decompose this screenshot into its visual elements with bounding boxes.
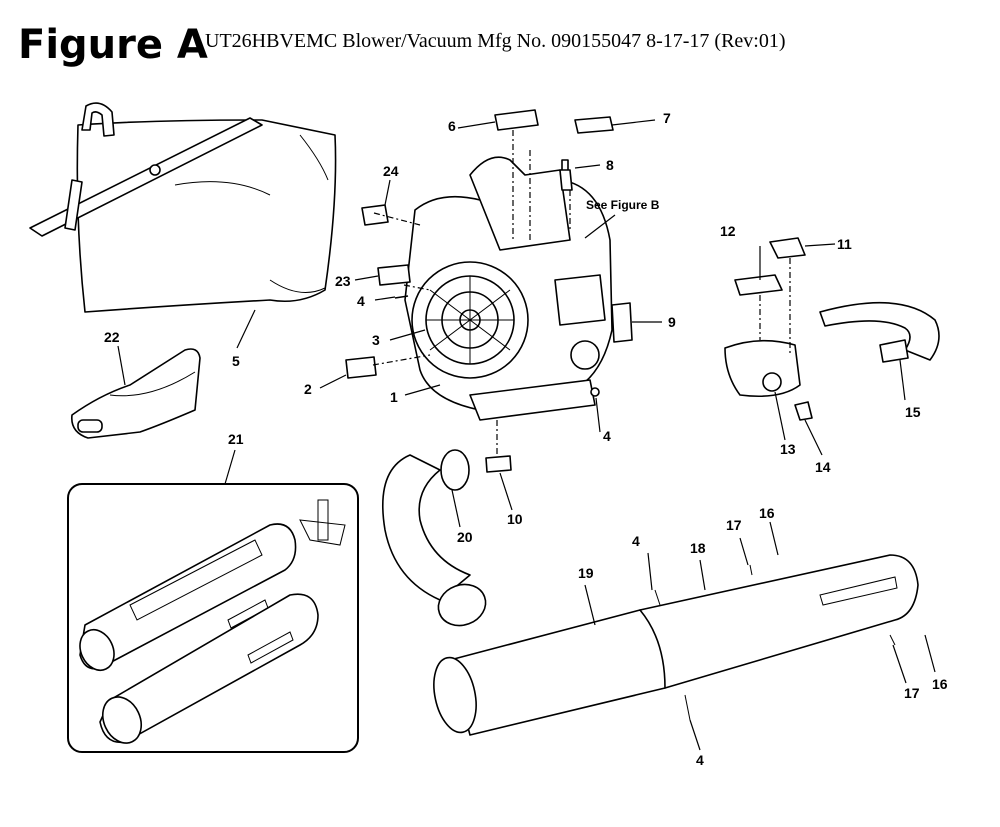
part-23-label: [377, 264, 411, 286]
callout-labels: 6 7 8 See Figure B 24 23 4 3 2 1 9 4 10 …: [104, 110, 948, 768]
callout-23: 23: [335, 273, 351, 289]
callout-5: 5: [232, 353, 240, 369]
callout-2: 2: [304, 381, 312, 397]
callout-9: 9: [668, 314, 676, 330]
callout-11: 11: [837, 236, 852, 252]
see-figure-b-note: See Figure B: [586, 198, 660, 212]
figure-title: Figure A: [18, 22, 208, 68]
callout-4-a: 4: [357, 293, 365, 309]
callout-12: 12: [720, 223, 736, 239]
callout-16-b: 16: [932, 676, 948, 692]
part-2-label: [345, 356, 377, 379]
callout-19: 19: [578, 565, 594, 581]
small-parts: [345, 109, 633, 473]
part-24-label: [361, 204, 389, 226]
shoulder-strap: [819, 301, 940, 363]
collection-bag: [29, 102, 337, 313]
part-9-filter: [611, 302, 633, 343]
callout-13: 13: [780, 441, 796, 457]
leader-lines: [117, 119, 936, 751]
part-6-decal: [494, 109, 539, 131]
vacuum-hose: [382, 449, 487, 627]
callout-15: 15: [905, 404, 921, 420]
part-4-screw: [394, 295, 409, 299]
part-4-screw-b: [590, 387, 600, 397]
callout-4-c: 4: [632, 533, 640, 549]
callout-21: 21: [228, 431, 244, 447]
callout-4-d: 4: [696, 752, 704, 768]
callout-16-a: 16: [759, 505, 775, 521]
air-filter-cover: [724, 237, 813, 421]
blower-tubes: [433, 554, 919, 736]
part-10-label: [485, 455, 512, 473]
callout-24: 24: [383, 163, 399, 179]
figure-subtitle: UT26HBVEMC Blower/Vacuum Mfg No. 0901550…: [205, 30, 786, 52]
callout-6: 6: [448, 118, 456, 134]
part-7-decal: [574, 116, 614, 134]
callout-7: 7: [663, 110, 671, 126]
engine-assembly: [404, 156, 613, 421]
callout-22: 22: [104, 329, 120, 345]
callout-10: 10: [507, 511, 523, 527]
nozzle-attachment: [71, 348, 201, 439]
callout-17-b: 17: [904, 685, 920, 701]
assembly-lines: [372, 130, 791, 455]
callout-4-b: 4: [603, 428, 611, 444]
callout-1: 1: [390, 389, 398, 405]
callout-14: 14: [815, 459, 831, 475]
callout-8: 8: [606, 157, 614, 173]
part-8-spark-plug: [559, 159, 573, 191]
tube-kit-box: [67, 483, 359, 753]
callout-17-a: 17: [726, 517, 742, 533]
callout-20: 20: [457, 529, 473, 545]
callout-3: 3: [372, 332, 380, 348]
callout-18: 18: [690, 540, 706, 556]
